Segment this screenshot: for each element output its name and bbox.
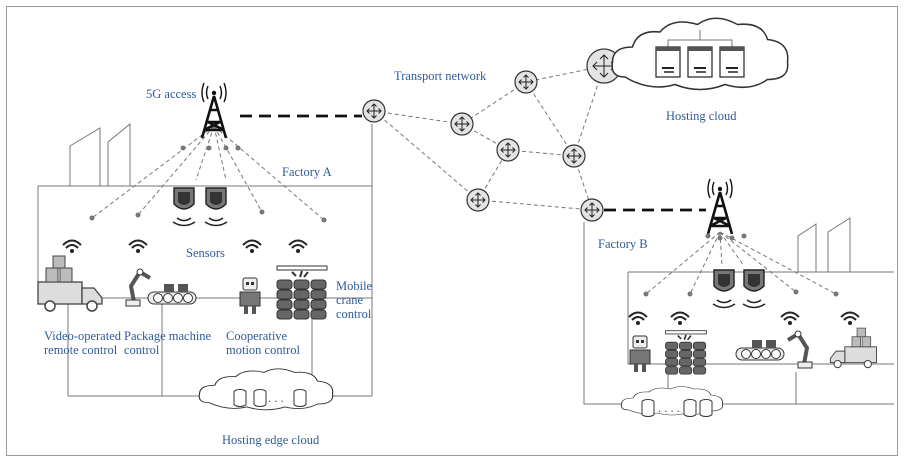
factory-a-tower-icon bbox=[200, 81, 228, 140]
wifi-icon bbox=[840, 311, 860, 326]
router-icon bbox=[496, 138, 520, 162]
label-cooperative-1: Cooperative bbox=[226, 329, 288, 343]
wifi-icon bbox=[62, 239, 82, 254]
label-5g-access: 5G access bbox=[146, 87, 196, 101]
robot-icon bbox=[629, 335, 651, 373]
sensor-icon bbox=[712, 269, 736, 309]
crane-stack-icon bbox=[276, 265, 328, 320]
database-icon bbox=[641, 399, 655, 417]
hosting-cloud bbox=[611, 17, 789, 91]
conveyor-icon bbox=[735, 339, 785, 361]
server-icon bbox=[655, 46, 681, 78]
database-icon bbox=[233, 389, 247, 407]
edge-dots-b: . . . . bbox=[658, 401, 680, 415]
wifi-icon bbox=[242, 239, 262, 254]
router-icon bbox=[362, 99, 386, 123]
database-icon bbox=[699, 399, 713, 417]
label-mobile-crane-2: crane bbox=[336, 293, 364, 307]
database-icon bbox=[253, 389, 267, 407]
wifi-icon bbox=[628, 311, 648, 326]
robot-icon bbox=[239, 277, 261, 315]
sensor-icon bbox=[742, 269, 766, 309]
router-icon bbox=[514, 70, 538, 94]
truck-icon bbox=[829, 327, 878, 369]
label-mobile-crane-3: control bbox=[336, 307, 372, 321]
label-package-machine-2: control bbox=[124, 343, 160, 357]
wifi-icon bbox=[670, 311, 690, 326]
server-icon bbox=[687, 46, 713, 78]
truck-icon bbox=[37, 255, 103, 312]
factory-b-radio-links bbox=[643, 231, 839, 297]
robot-arm-icon bbox=[786, 329, 814, 370]
factory-a-radio-links bbox=[89, 125, 327, 223]
wifi-icon bbox=[288, 239, 308, 254]
factory-b-edge-cloud: . . . . bbox=[620, 386, 723, 417]
label-hosting-cloud: Hosting cloud bbox=[666, 109, 737, 123]
router-icon bbox=[580, 198, 604, 222]
label-package-machine-1: Package machine bbox=[124, 329, 212, 343]
label-mobile-crane-1: Mobile bbox=[336, 279, 373, 293]
sensor-icon bbox=[172, 187, 196, 227]
label-sensors: Sensors bbox=[186, 246, 225, 260]
server-icon bbox=[719, 46, 745, 78]
router-icon bbox=[466, 188, 490, 212]
label-transport-network: Transport network bbox=[394, 69, 487, 83]
factory-b-tower-icon bbox=[706, 177, 734, 236]
router-icon bbox=[450, 112, 474, 136]
hosting-edge-cloud: . . . bbox=[198, 368, 334, 411]
label-video-remote-1: Video-operated bbox=[44, 329, 122, 343]
conveyor-icon bbox=[147, 283, 197, 305]
wifi-icon bbox=[780, 311, 800, 326]
robot-arm-icon bbox=[124, 267, 152, 308]
diagram-frame bbox=[6, 6, 898, 456]
database-icon bbox=[683, 399, 697, 417]
label-video-remote-2: remote control bbox=[44, 343, 118, 357]
sensor-icon bbox=[204, 187, 228, 227]
router-icon bbox=[562, 144, 586, 168]
edge-dots: . . . bbox=[268, 391, 284, 405]
label-cooperative-2: motion control bbox=[226, 343, 300, 357]
label-hosting-edge-cloud: Hosting edge cloud bbox=[222, 433, 320, 447]
crane-stack-icon bbox=[664, 329, 708, 375]
label-factory-b: Factory B bbox=[598, 237, 648, 251]
database-icon bbox=[293, 389, 307, 407]
transport-links bbox=[373, 65, 605, 211]
wifi-icon bbox=[128, 239, 148, 254]
label-factory-a: Factory A bbox=[282, 165, 332, 179]
